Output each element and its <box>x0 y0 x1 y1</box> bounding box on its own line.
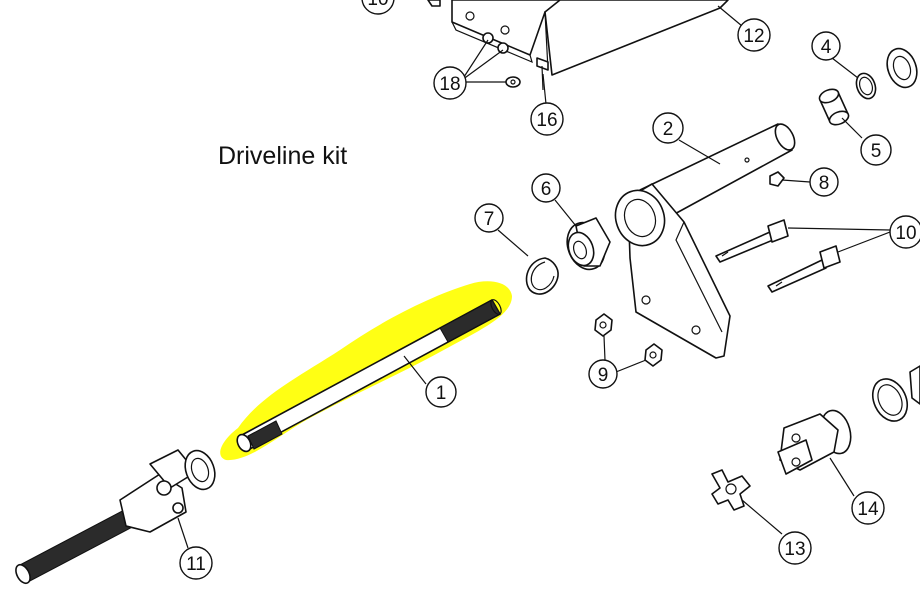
callout-c6: 6 <box>531 173 561 203</box>
callout-label: 4 <box>821 37 832 58</box>
callout-label: 5 <box>871 141 882 162</box>
callout-c10a: 10 <box>361 0 395 15</box>
callout-c4: 4 <box>811 31 841 61</box>
callout-c10b: 10 <box>889 215 920 249</box>
part-10-bolts <box>715 219 841 293</box>
callout-label: 11 <box>186 554 206 575</box>
part-12-bracket <box>451 0 729 76</box>
callout-c9: 9 <box>588 359 618 389</box>
callout-label: 16 <box>536 110 557 131</box>
callout-label: 14 <box>857 499 879 520</box>
callout-label: 10 <box>367 0 388 10</box>
diagram-title: Driveline kit <box>218 142 348 170</box>
part-ring-right-edge <box>871 365 920 422</box>
callout-label: 10 <box>895 223 916 244</box>
callout-label: 2 <box>663 119 674 140</box>
callout-c7: 7 <box>474 203 504 233</box>
part-16-bolt <box>536 57 549 91</box>
part-5-bushing <box>818 88 850 126</box>
part-18-nuts <box>482 32 521 88</box>
part-11-yoke-shaft <box>15 449 216 585</box>
part-8-nut <box>769 171 785 187</box>
callout-label: 7 <box>484 209 495 230</box>
callout-c11: 11 <box>179 546 213 580</box>
part-1-shaft <box>220 281 512 461</box>
part-2-pivot-arm <box>614 123 796 359</box>
callout-c14: 14 <box>851 491 885 525</box>
part-7-snap-ring <box>525 257 559 295</box>
callout-c18: 18 <box>433 66 467 100</box>
part-bearing-top-right <box>886 47 918 89</box>
part-10-top-bolt <box>427 0 441 7</box>
callout-label: 1 <box>436 383 447 404</box>
callout-c13: 13 <box>778 531 812 565</box>
callout-c16: 16 <box>530 102 564 136</box>
callout-label: 13 <box>784 539 805 560</box>
callout-c5: 5 <box>860 134 892 166</box>
part-9-nuts <box>594 313 663 367</box>
callout-c1: 1 <box>425 376 457 408</box>
callout-label: 12 <box>743 26 764 47</box>
callout-c8: 8 <box>809 167 839 197</box>
callout-label: 8 <box>819 173 830 194</box>
part-4-ring <box>855 72 877 100</box>
callout-c2: 2 <box>652 112 684 144</box>
part-13-cross <box>711 469 751 511</box>
leader-lines <box>177 5 891 549</box>
callout-c12: 12 <box>737 18 771 52</box>
part-14-yoke <box>777 409 852 475</box>
callout-label: 6 <box>541 179 552 200</box>
part-6-bearing <box>566 217 611 271</box>
callout-label: 18 <box>439 74 460 95</box>
callout-label: 9 <box>598 365 609 386</box>
